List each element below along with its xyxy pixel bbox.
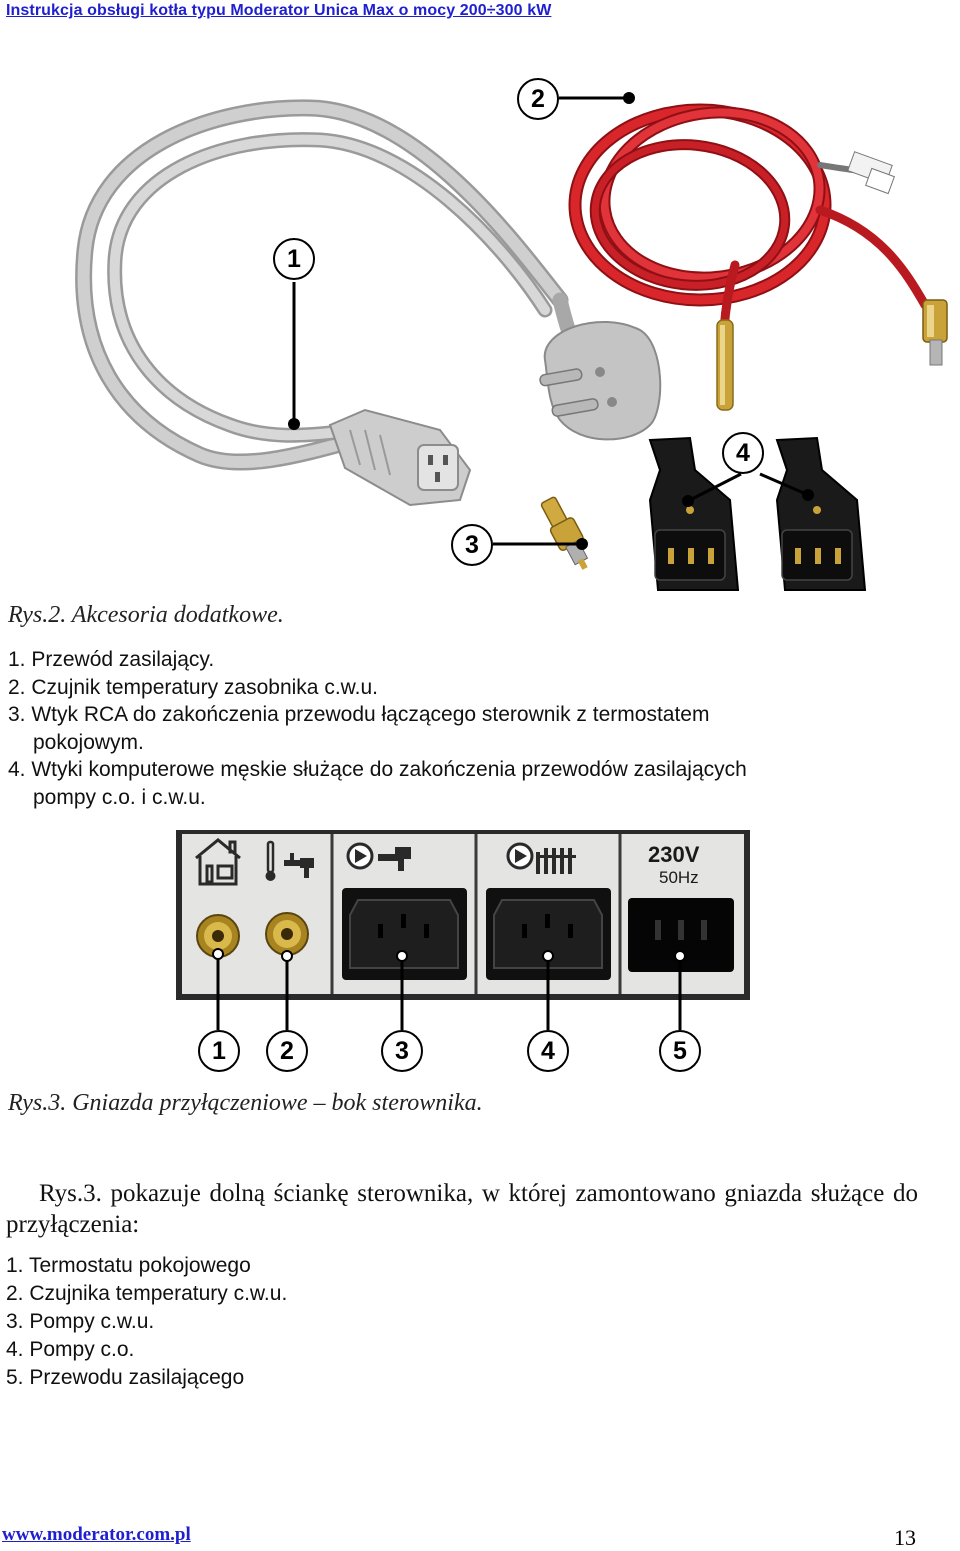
callout-1: 1	[273, 238, 315, 280]
panel-voltage-label: 230V	[648, 842, 700, 867]
leader-line-4a	[689, 472, 742, 502]
rca-socket-2	[265, 912, 309, 956]
socket-callout-5: 5	[659, 1030, 701, 1072]
power-socket-5	[628, 898, 734, 972]
socket-callout-2: 2	[266, 1030, 308, 1072]
iec-female-connector	[328, 408, 472, 507]
thermometer-tap-icon	[265, 840, 314, 881]
legend-item: 2. Czujnik temperatury zasobnika c.w.u.	[8, 675, 379, 699]
leader-line-4b	[759, 472, 807, 496]
list-item: 5. Przewodu zasilającego	[6, 1366, 245, 1389]
legend-item-continuation: pokojowym.	[33, 730, 144, 754]
figure2-caption: Rys.2. Akcesoria dodatkowe.	[8, 602, 284, 628]
iec-socket-3	[342, 888, 467, 980]
body-paragraph: Rys.3. pokazuje dolną ściankę sterownika…	[6, 1180, 918, 1238]
legend-item: 1. Przewód zasilający.	[8, 648, 215, 671]
schuko-plug	[539, 321, 662, 441]
socket-callout-3: 3	[381, 1030, 423, 1072]
callout-4: 4	[722, 432, 764, 474]
callout-2: 2	[517, 78, 559, 120]
pump-tap-icon	[346, 842, 411, 871]
rca-socket-1	[196, 914, 240, 958]
legend-item: 3. Wtyk RCA do zakończenia przewodu łącz…	[8, 703, 710, 726]
iec-male-plug-left	[648, 436, 740, 591]
document-header-title[interactable]: Instrukcja obsługi kotła typu Moderator …	[6, 2, 552, 19]
callout-3: 3	[451, 524, 493, 566]
legend-item: 4. Wtyki komputerowe męskie służące do z…	[8, 758, 747, 781]
socket-callout-4: 4	[527, 1030, 569, 1072]
list-item: 1. Termostatu pokojowego	[6, 1254, 251, 1277]
house-thermostat-icon	[195, 838, 241, 886]
sensor-probe	[716, 319, 734, 411]
rca-plug-on-cable	[922, 299, 948, 366]
loose-rca-plug	[540, 496, 589, 570]
page-number: 13	[894, 1525, 916, 1550]
figure3-caption: Rys.3. Gniazda przyłączeniowe – bok ster…	[8, 1090, 483, 1116]
list-item: 2. Czujnika temperatury c.w.u.	[6, 1282, 288, 1305]
cable-label	[847, 151, 895, 195]
list-item: 4. Pompy c.o.	[6, 1338, 135, 1361]
socket-callout-1: 1	[198, 1030, 240, 1072]
iec-male-plug-right	[775, 436, 867, 591]
panel-frequency-label: 50Hz	[659, 868, 699, 887]
figure2-legend-list: 1. Przewód zasilający. 2. Czujnik temper…	[8, 646, 747, 811]
pump-radiator-icon	[506, 842, 576, 874]
iec-socket-4	[486, 888, 611, 980]
list-item: 3. Pompy c.w.u.	[6, 1310, 155, 1333]
legend-item-continuation: pompy c.o. i c.w.u.	[33, 785, 206, 809]
footer-website-link[interactable]: www.moderator.com.pl	[2, 1524, 191, 1545]
connection-list: 1. Termostatu pokojowego 2. Czujnika tem…	[6, 1252, 287, 1392]
